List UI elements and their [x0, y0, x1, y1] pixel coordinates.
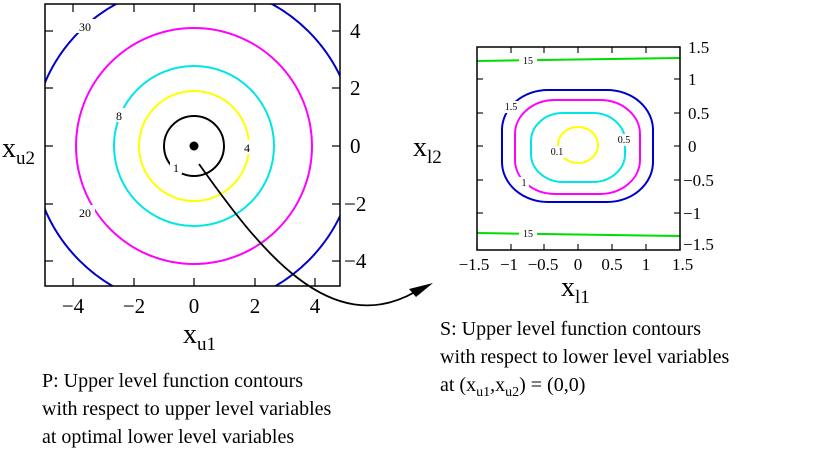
right-x-tick-label: 0 — [574, 255, 583, 274]
left-contour-label: 1 — [173, 161, 179, 175]
right-x-tick-label: −1 — [500, 255, 518, 274]
right-x-tick-label: 0.5 — [601, 255, 622, 274]
right-plot-frame — [476, 46, 681, 251]
left-y-tick-label: −2 — [344, 192, 366, 216]
left-y-tick-label: 2 — [350, 76, 361, 100]
left-x-axis-label: xu1 — [183, 319, 216, 355]
left-y-tick-label: 0 — [350, 134, 361, 158]
right-y-tick-label: 0 — [688, 137, 697, 156]
left-x-tick-label: 0 — [189, 294, 200, 318]
left-x-tick-label: 2 — [250, 294, 261, 318]
right-contour-label: 15 — [523, 56, 533, 67]
connector-arrow — [198, 163, 433, 307]
left-y-axis-label: xu2 — [2, 133, 35, 169]
right-contour-label: 0.1 — [551, 147, 564, 158]
right-contour-label: 15 — [523, 229, 533, 240]
right-contour-label: 1 — [522, 178, 527, 189]
left-contour-plot: 30 8 4 1 20 −4 −2 0 2 4 4 2 0 — [2, 3, 367, 355]
left-contour-1 — [163, 115, 225, 177]
left-x-tick-label: −2 — [123, 294, 145, 318]
right-x-axis-label: xl1 — [561, 272, 590, 308]
left-y-tick-label: 4 — [350, 19, 361, 43]
right-contour-1_5 — [501, 89, 654, 203]
caption-s: S: Upper level function contours with re… — [440, 315, 729, 407]
right-y-axis-label: xl2 — [413, 132, 442, 168]
left-contour-label: 30 — [79, 20, 91, 34]
right-ticks — [476, 46, 681, 250]
left-contour-20 — [75, 27, 313, 265]
left-x-tick-label: −4 — [62, 294, 85, 318]
left-optimum-point — [189, 141, 199, 151]
caption-p-line: P: Upper level function contours — [42, 370, 304, 392]
left-x-tick-label: 4 — [310, 294, 321, 318]
right-x-tick-label: −1.5 — [459, 255, 490, 274]
right-contour-15-top — [477, 57, 680, 62]
left-contour-label: 8 — [116, 109, 122, 123]
left-y-tick-label: −4 — [344, 249, 367, 273]
right-y-tick-label: −0.5 — [683, 171, 714, 190]
right-contour-15-bottom — [477, 232, 680, 237]
right-contour-label: 0.5 — [618, 135, 631, 146]
right-contour-plot: 15 1.5 0.5 0.1 1 15 −1.5 −1 −0.5 0 0.5 1… — [413, 38, 714, 308]
left-contour-label: 20 — [79, 206, 91, 220]
caption-p-line: at optimal lower level variables — [42, 426, 295, 448]
caption-p-line: with respect to upper level variables — [42, 398, 332, 420]
right-contour-0_1 — [557, 126, 599, 164]
caption-s-line: with respect to lower level variables — [440, 346, 730, 368]
right-contour-1 — [514, 99, 641, 195]
right-x-tick-label: 1.5 — [672, 255, 693, 274]
caption-s-line: at (xu1,xu2) = (0,0) — [440, 374, 586, 400]
right-y-tick-label: 0.5 — [688, 104, 709, 123]
caption-s-line: S: Upper level function contours — [440, 318, 702, 340]
left-contour-30 — [45, 4, 340, 286]
left-contour-8 — [113, 65, 275, 227]
caption-p: P: Upper level function contours with re… — [42, 367, 331, 451]
left-plot-frame — [44, 3, 341, 287]
right-y-tick-label: 1 — [688, 70, 697, 89]
left-x-ticks — [45, 4, 340, 286]
right-x-tick-label: −0.5 — [528, 255, 559, 274]
right-contour-label: 1.5 — [505, 102, 518, 113]
right-contour-0_5 — [530, 112, 626, 183]
left-contour-label: 4 — [244, 141, 250, 155]
right-y-tick-label: 1.5 — [688, 38, 709, 57]
right-y-tick-label: −1 — [683, 204, 701, 223]
right-x-tick-label: 1 — [642, 255, 651, 274]
right-y-tick-label: −1.5 — [683, 235, 714, 254]
